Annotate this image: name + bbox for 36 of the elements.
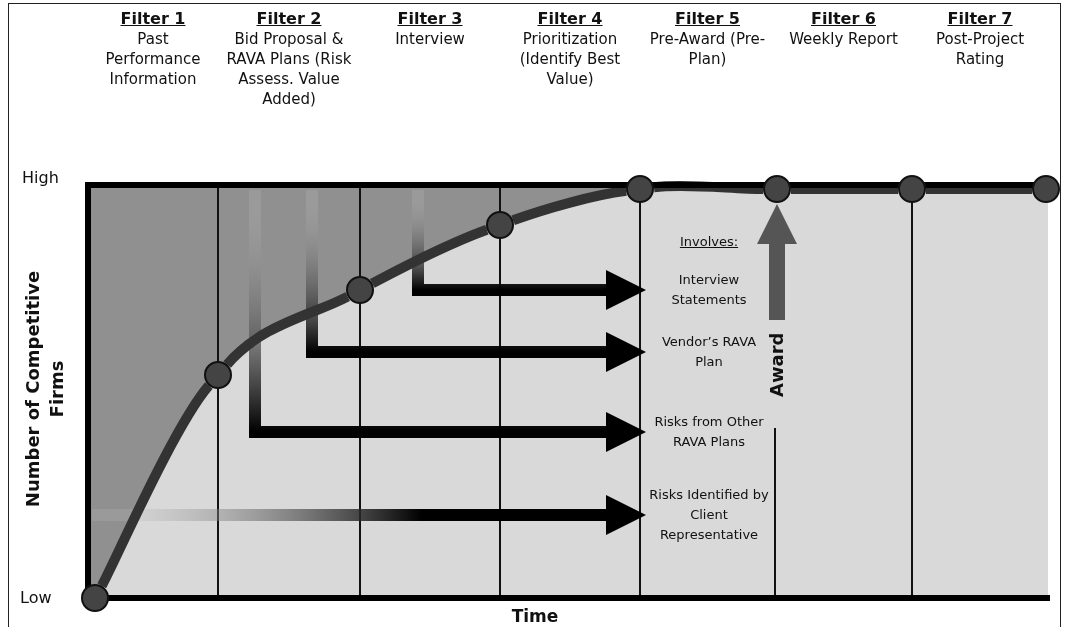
curve-segment	[370, 225, 489, 288]
column-heading: Filter 5	[675, 8, 740, 29]
curve-segment	[653, 180, 764, 194]
column-heading: Filter 2	[256, 8, 322, 29]
column-description: Weekly Report	[789, 29, 898, 49]
column-description: Pre-Award (Pre-Plan)	[648, 29, 767, 69]
arrow	[249, 190, 646, 452]
involvement-text: Interview Statements	[648, 270, 770, 310]
axis-title: Time	[510, 606, 560, 626]
column-description: Prioritization (Identify Best Value)	[518, 29, 622, 89]
arrow	[412, 190, 646, 310]
arrow	[306, 190, 646, 372]
data-point	[1032, 175, 1060, 203]
column-description: Post-Project Rating	[934, 29, 1026, 69]
curve-segment	[97, 382, 213, 589]
curve-segment	[511, 185, 627, 225]
data-point	[763, 175, 791, 203]
column-heading: Filter 3	[397, 8, 463, 29]
axis-title: Number of Competitive Firms	[21, 269, 68, 509]
arrow	[757, 204, 797, 320]
axis-tick-label: High	[22, 168, 59, 187]
column-heading: Filter 7	[947, 8, 1013, 29]
data-point	[81, 584, 109, 612]
column-heading: Filter 1	[120, 8, 186, 29]
curve-segment	[223, 292, 350, 368]
data-point	[898, 175, 926, 203]
axis-tick-label: Low	[20, 588, 52, 607]
column-description: Interview	[395, 29, 465, 49]
column-description: Bid Proposal & RAVA Plans (Risk Assess. Value Added)	[225, 29, 353, 109]
column-heading: Filter 4	[537, 8, 603, 29]
section-heading: Involves:	[678, 234, 740, 249]
arrow	[92, 495, 646, 535]
data-point	[626, 175, 654, 203]
involvement-text: Risks Identified by Client Representative	[648, 485, 770, 545]
column-heading: Filter 6	[811, 8, 876, 29]
column-description: Past Performance Information	[104, 29, 202, 89]
